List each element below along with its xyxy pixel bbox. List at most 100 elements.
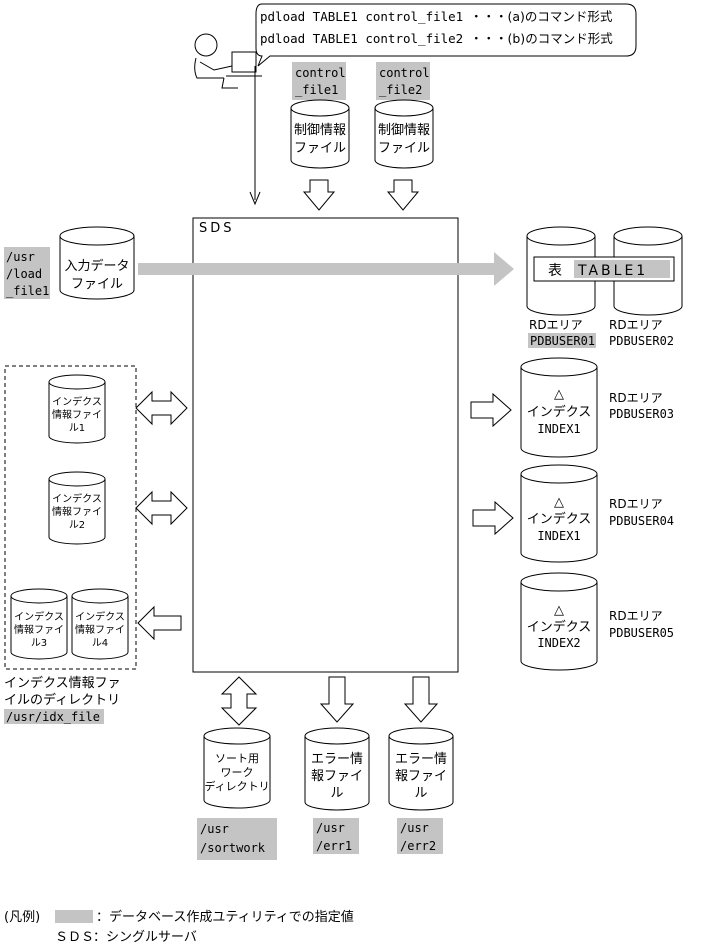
svg-text:PDBUSER05: PDBUSER05 (609, 626, 674, 640)
svg-text:RDエリア: RDエリア (609, 391, 663, 405)
sort-work-arrow (220, 676, 258, 726)
svg-text:TABLE1: TABLE1 (577, 263, 648, 279)
error-file-2-arrow (403, 676, 439, 723)
index-info-file-2: インデクス 情報ファイ ル2 (48, 471, 106, 545)
svg-text:/usr: /usr (200, 822, 229, 836)
svg-text:表: 表 (548, 263, 562, 279)
svg-text:ル: ル (414, 786, 427, 801)
rd-area-02-label: RDエリア (609, 318, 663, 332)
svg-text:ル1: ル1 (69, 423, 85, 434)
svg-text:制御情報: 制御情報 (378, 123, 430, 138)
svg-text:ディレクトリ: ディレクトリ (204, 779, 269, 793)
error-file-2: エラー情 報ファイ ル /usr /err2 (388, 727, 454, 854)
svg-text:/usr: /usr (400, 821, 429, 835)
rd-area-01-label: RDエリア (529, 318, 583, 332)
svg-text:情報ファイ: 情報ファイ (52, 505, 102, 518)
svg-text:インデクス: インデクス (527, 619, 592, 635)
table-box: 表 TABLE1 (533, 256, 675, 282)
error-file-1: エラー情 報ファイ ル /usr /err1 (304, 727, 370, 854)
svg-text:ファイル: ファイル (71, 277, 123, 292)
svg-text:△: △ (554, 495, 564, 510)
svg-text:_file1: _file1 (295, 83, 338, 97)
legend-gray-desc: ：データベース作成ユティリティでの指定値 (96, 909, 354, 925)
index-arrow-1 (470, 392, 512, 428)
index-rdarea-05: △ インデクス INDEX2 RDエリア PDBUSER05 (520, 572, 674, 671)
svg-text:INDEX2: INDEX2 (537, 636, 580, 650)
svg-text:ファイル: ファイル (378, 141, 430, 156)
svg-text:/usr: /usr (316, 821, 345, 835)
sds-box (192, 217, 459, 673)
svg-text:△: △ (554, 387, 564, 402)
command-a: pdload TABLE1 control_file1 (260, 9, 463, 24)
index-info-file-1: インデクス 情報ファイ ル1 (48, 374, 106, 444)
user-figure (194, 33, 262, 89)
svg-text:/sortwork: /sortwork (200, 841, 266, 855)
index-rdarea-04: △ インデクス INDEX1 RDエリア PDBUSER04 (472, 464, 674, 563)
svg-text:情報ファイ: 情報ファイ (52, 408, 102, 421)
index-dir-label-2: イルのディレクトリ (4, 692, 120, 708)
command-a-note: ・・・(a)のコマンド形式 (470, 9, 613, 24)
svg-text:INDEX1: INDEX1 (537, 422, 580, 436)
svg-text:control: control (295, 66, 346, 80)
svg-text:情報ファイ: 情報ファイ (14, 623, 64, 636)
svg-text:ワーク: ワーク (221, 766, 254, 779)
legend-sds-abbr: ＳＤＳ (55, 930, 94, 945)
legend-prefix: (凡例) (4, 910, 40, 925)
svg-text:入力データ: 入力データ (64, 258, 129, 274)
svg-text:ル: ル (330, 786, 343, 801)
control-file-1-arrow (302, 179, 336, 211)
svg-text:_file2: _file2 (379, 83, 422, 97)
index-file-arrow-1 (135, 390, 188, 426)
svg-text:ル3: ル3 (31, 638, 47, 649)
svg-text:ソート用: ソート用 (215, 752, 259, 765)
index-dir-label-1: インデクス情報ファ (4, 675, 121, 691)
svg-text:INDEX1: INDEX1 (537, 529, 580, 543)
svg-text:制御情報: 制御情報 (294, 123, 346, 138)
control-file-2: control _file2 制御情報 ファイル (374, 62, 434, 169)
index-file-arrow-3 (137, 605, 182, 641)
sort-work-directory: ソート用 ワーク ディレクトリ /usr /sortwork (197, 727, 277, 860)
index-file-arrow-2 (135, 490, 188, 526)
svg-text:/load: /load (6, 267, 42, 281)
svg-text:インデクス: インデクス (14, 610, 64, 623)
svg-text:インデクス: インデクス (527, 511, 592, 527)
svg-text:ル4: ル4 (92, 638, 108, 649)
svg-text:インデクス: インデクス (52, 395, 102, 408)
control-file-1: control _file1 制御情報 ファイル (290, 62, 350, 169)
rd-area-01-name: PDBUSER01 (530, 334, 595, 348)
data-flow-arrow (138, 252, 514, 286)
svg-text:control: control (379, 66, 430, 80)
legend-gray-swatch (55, 910, 93, 923)
svg-text:_file1: _file1 (6, 284, 49, 298)
svg-text:報ファイ: 報ファイ (311, 769, 363, 784)
svg-text:RDエリア: RDエリア (609, 497, 663, 511)
svg-text:△: △ (554, 603, 564, 618)
command-b: pdload TABLE1 control_file2 (260, 31, 463, 46)
command-balloon (255, 3, 637, 67)
svg-text:エラー情: エラー情 (395, 752, 447, 767)
svg-text:/err1: /err1 (316, 839, 352, 853)
svg-text:報ファイ: 報ファイ (395, 769, 447, 784)
svg-text:インデクス: インデクス (52, 492, 102, 505)
svg-text:PDBUSER03: PDBUSER03 (609, 407, 674, 421)
index-rdarea-03: △ インデクス INDEX1 RDエリア PDBUSER03 (470, 357, 674, 458)
index-info-file-3: インデクス 情報ファイ ル3 (10, 588, 68, 660)
sds-label: SDS (199, 221, 235, 236)
index-arrow-2 (472, 500, 514, 536)
index-info-file-4: インデクス 情報ファイ ル4 (71, 588, 129, 660)
svg-text:ル2: ル2 (69, 520, 85, 531)
svg-text:エラー情: エラー情 (311, 752, 363, 767)
command-b-note: ・・・(b)のコマンド形式 (470, 31, 613, 46)
svg-text:インデクス: インデクス (75, 610, 125, 623)
svg-text:情報ファイ: 情報ファイ (75, 623, 125, 636)
index-dir-path: /usr/idx_file (6, 710, 100, 724)
svg-text:PDBUSER04: PDBUSER04 (609, 514, 674, 528)
svg-text:/err2: /err2 (400, 839, 436, 853)
index-info-directory-box (4, 365, 137, 670)
control-file-2-arrow (386, 179, 420, 211)
legend-sds-desc: ：シングルサーバ (93, 930, 197, 945)
svg-text:RDエリア: RDエリア (609, 609, 663, 623)
input-data-file: /usr /load _file1 入力データ ファイル (4, 226, 135, 300)
